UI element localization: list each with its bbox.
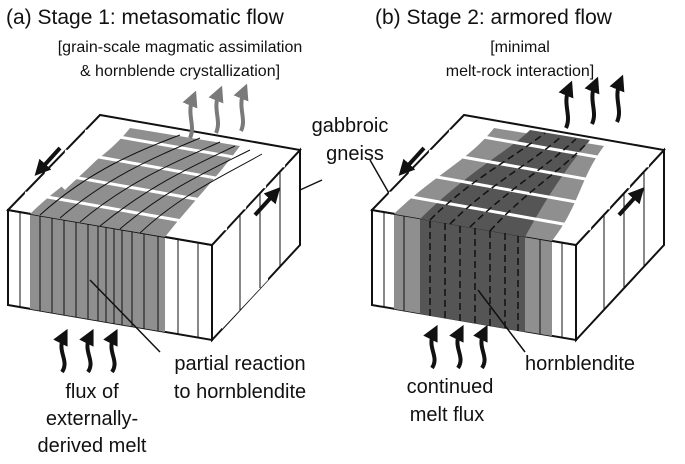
block-b-top-hornblendite [420, 130, 590, 237]
block-a-top-lens-right [190, 158, 270, 225]
leader-gneiss-b [369, 159, 391, 196]
shear-arrow-right-b [617, 187, 645, 217]
block-a-top-lens-left [55, 125, 125, 190]
leader-hornblendite-b [477, 289, 526, 353]
shear-arrow-right-a [253, 187, 281, 217]
block-b-top-dashes [429, 132, 589, 232]
flux-a-label-2: externally- [46, 408, 138, 430]
leader-reaction-a [89, 279, 161, 353]
block-b-front-hornblendite [420, 219, 525, 332]
gneiss-label-1: gabbroic [312, 115, 389, 137]
shear-arrow-left-a [34, 146, 62, 176]
block-a-top-shear-band [30, 128, 240, 237]
block-b-front-dashes [429, 221, 519, 331]
leader-gneiss-a [299, 179, 323, 191]
block-a-front-lines [19, 212, 199, 338]
panel-b-subtitle-2: melt-rock interaction] [446, 63, 595, 80]
flux-b-label-1: continued [407, 376, 494, 398]
reaction-label-2: to hornblendite [174, 381, 306, 403]
shear-arrow-left-b [398, 146, 426, 176]
outflow-arrows-a [182, 83, 249, 139]
block-a-top-foliation [39, 134, 263, 234]
inflow-arrows-a [53, 328, 118, 374]
outflow-arrows-b [558, 74, 625, 129]
panel-a-subtitle-2: & hornblende crystallization] [80, 63, 280, 80]
gneiss-label-2: gneiss [326, 143, 384, 165]
block-b-top-grid [388, 129, 650, 231]
panel-a-title: (a) Stage 1: metasomatic flow [6, 6, 285, 29]
block-a [5, 113, 302, 343]
inflow-arrows-b [423, 324, 488, 370]
flux-b-label-2: melt flux [410, 404, 484, 426]
reaction-label-1: partial reaction [174, 353, 305, 375]
block-b [369, 113, 666, 343]
flux-a-label-1: flux of [65, 381, 119, 403]
hornblendite-label: hornblendite [525, 353, 635, 375]
flux-a-label-3: derived melt [38, 435, 147, 457]
block-a-right-white [222, 185, 268, 329]
panel-b-subtitle-1: [minimal [490, 39, 550, 56]
panel-a-subtitle-1: [grain-scale magmatic assimilation [58, 39, 303, 56]
panel-b-title: (b) Stage 2: armored flow [375, 6, 613, 29]
block-b-front-lines [383, 212, 563, 338]
